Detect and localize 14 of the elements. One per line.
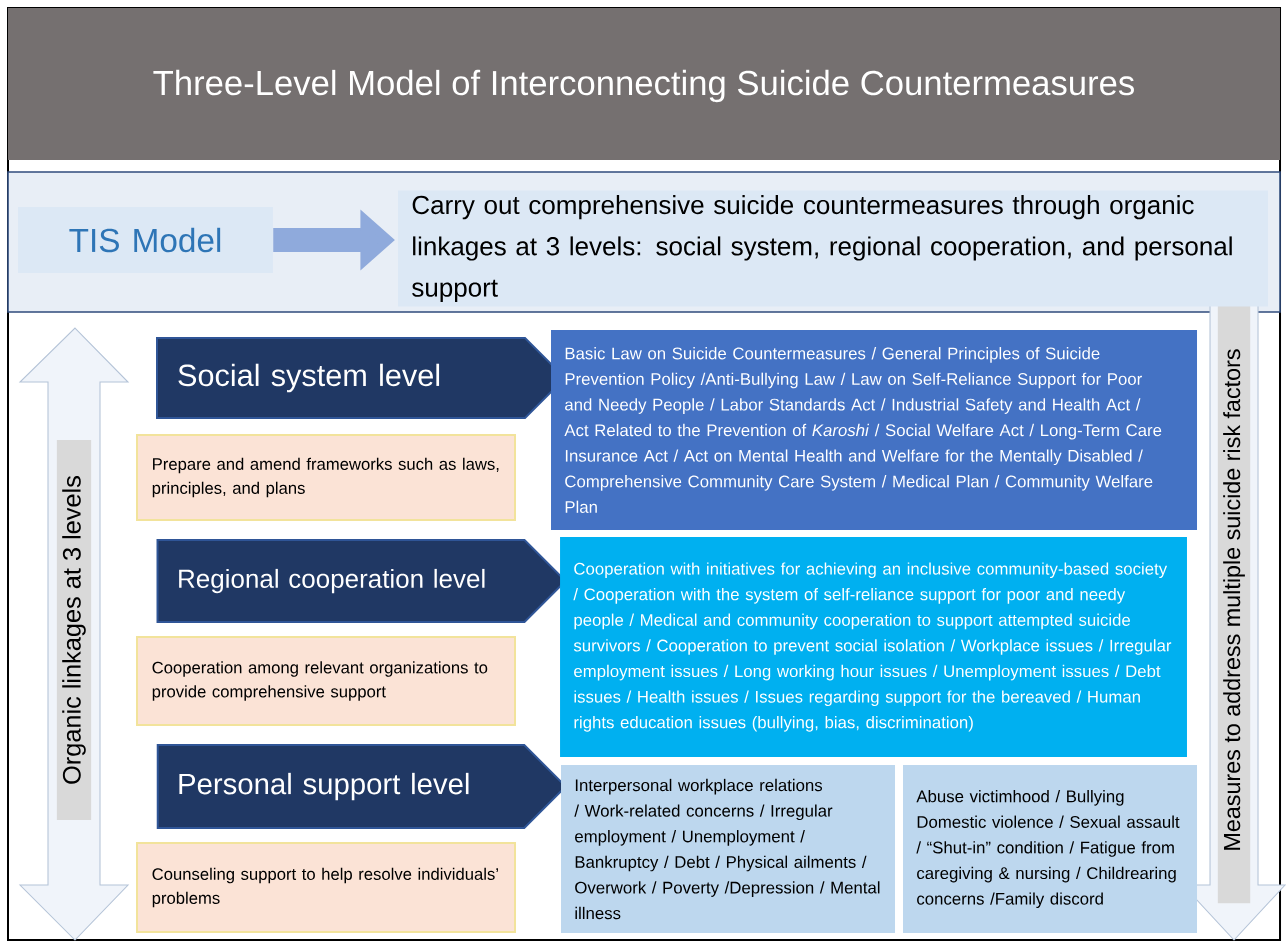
- model-name-box: TIS Model: [18, 207, 273, 273]
- arrow-label: Measures to address multiple suicide risk factors: [1217, 296, 1251, 904]
- description-box: Cooperation among relevant organizations to provide comprehensive support: [136, 636, 516, 726]
- arrow-label: Organic linkages at 3 levels: [56, 440, 92, 820]
- level-banner: Regional cooperation level: [156, 539, 567, 623]
- risk-factors-box: Interpersonal workplace relations / Work-related concerns / Irregular employment / Unemployment / Bankruptcy / Debt / Physical ailments / Overwork / Poverty /Depression / Mental illness: [561, 765, 895, 933]
- measures-box: Basic Law on Suicide Countermeasures / General Principles of Suicide Prevention Policy /Anti-Bullying Law / Law on Self-Reliance Support for Poor and Needy People / Labor Standards Act / Industrial Safety and Health Act / Act Related to the Prevention of Karoshi / Social Welfare Act / Long-Term Care Insurance Act / Act on Mental Health and Welfare for the Mentally Disabled / Comprehensive Community Care System / Medical Plan / Community Welfare Plan: [551, 330, 1197, 530]
- description-box: Prepare and amend frameworks such as laws, principles, and plans: [136, 433, 516, 522]
- measures-box: Cooperation with initiatives for achieving an inclusive community-based society / Cooperation with the system of self-reliance support for poor and needy people / Medical and community cooperation to support attempted suicide survivors / Cooperation to prevent social isolation / Workplace issues / Irregular employment issues / Long working hour issues / Unemployment issues / Debt issues / Health issues / Issues regarding support for the bereaved / Human rights education issues (bullying, bias, discrimination): [560, 537, 1187, 757]
- description-box: Counseling support to help resolve individuals’ problems: [136, 842, 516, 934]
- risk-factors-box: Abuse victimhood / Bullying Domestic violence / Sexual assault / “Shut-in” condition / Fatigue from caregiving & nursing / Childrearing concerns /Family discord: [903, 765, 1197, 933]
- level-banner: Personal support level: [156, 744, 568, 829]
- title-banner: Three-Level Model of Interconnecting Suicide Countermeasures: [8, 8, 1280, 160]
- summary-box: Carry out comprehensive suicide countermeasures through organic linkages at 3 levels: social system, regional cooperation, and personal support: [398, 190, 1268, 307]
